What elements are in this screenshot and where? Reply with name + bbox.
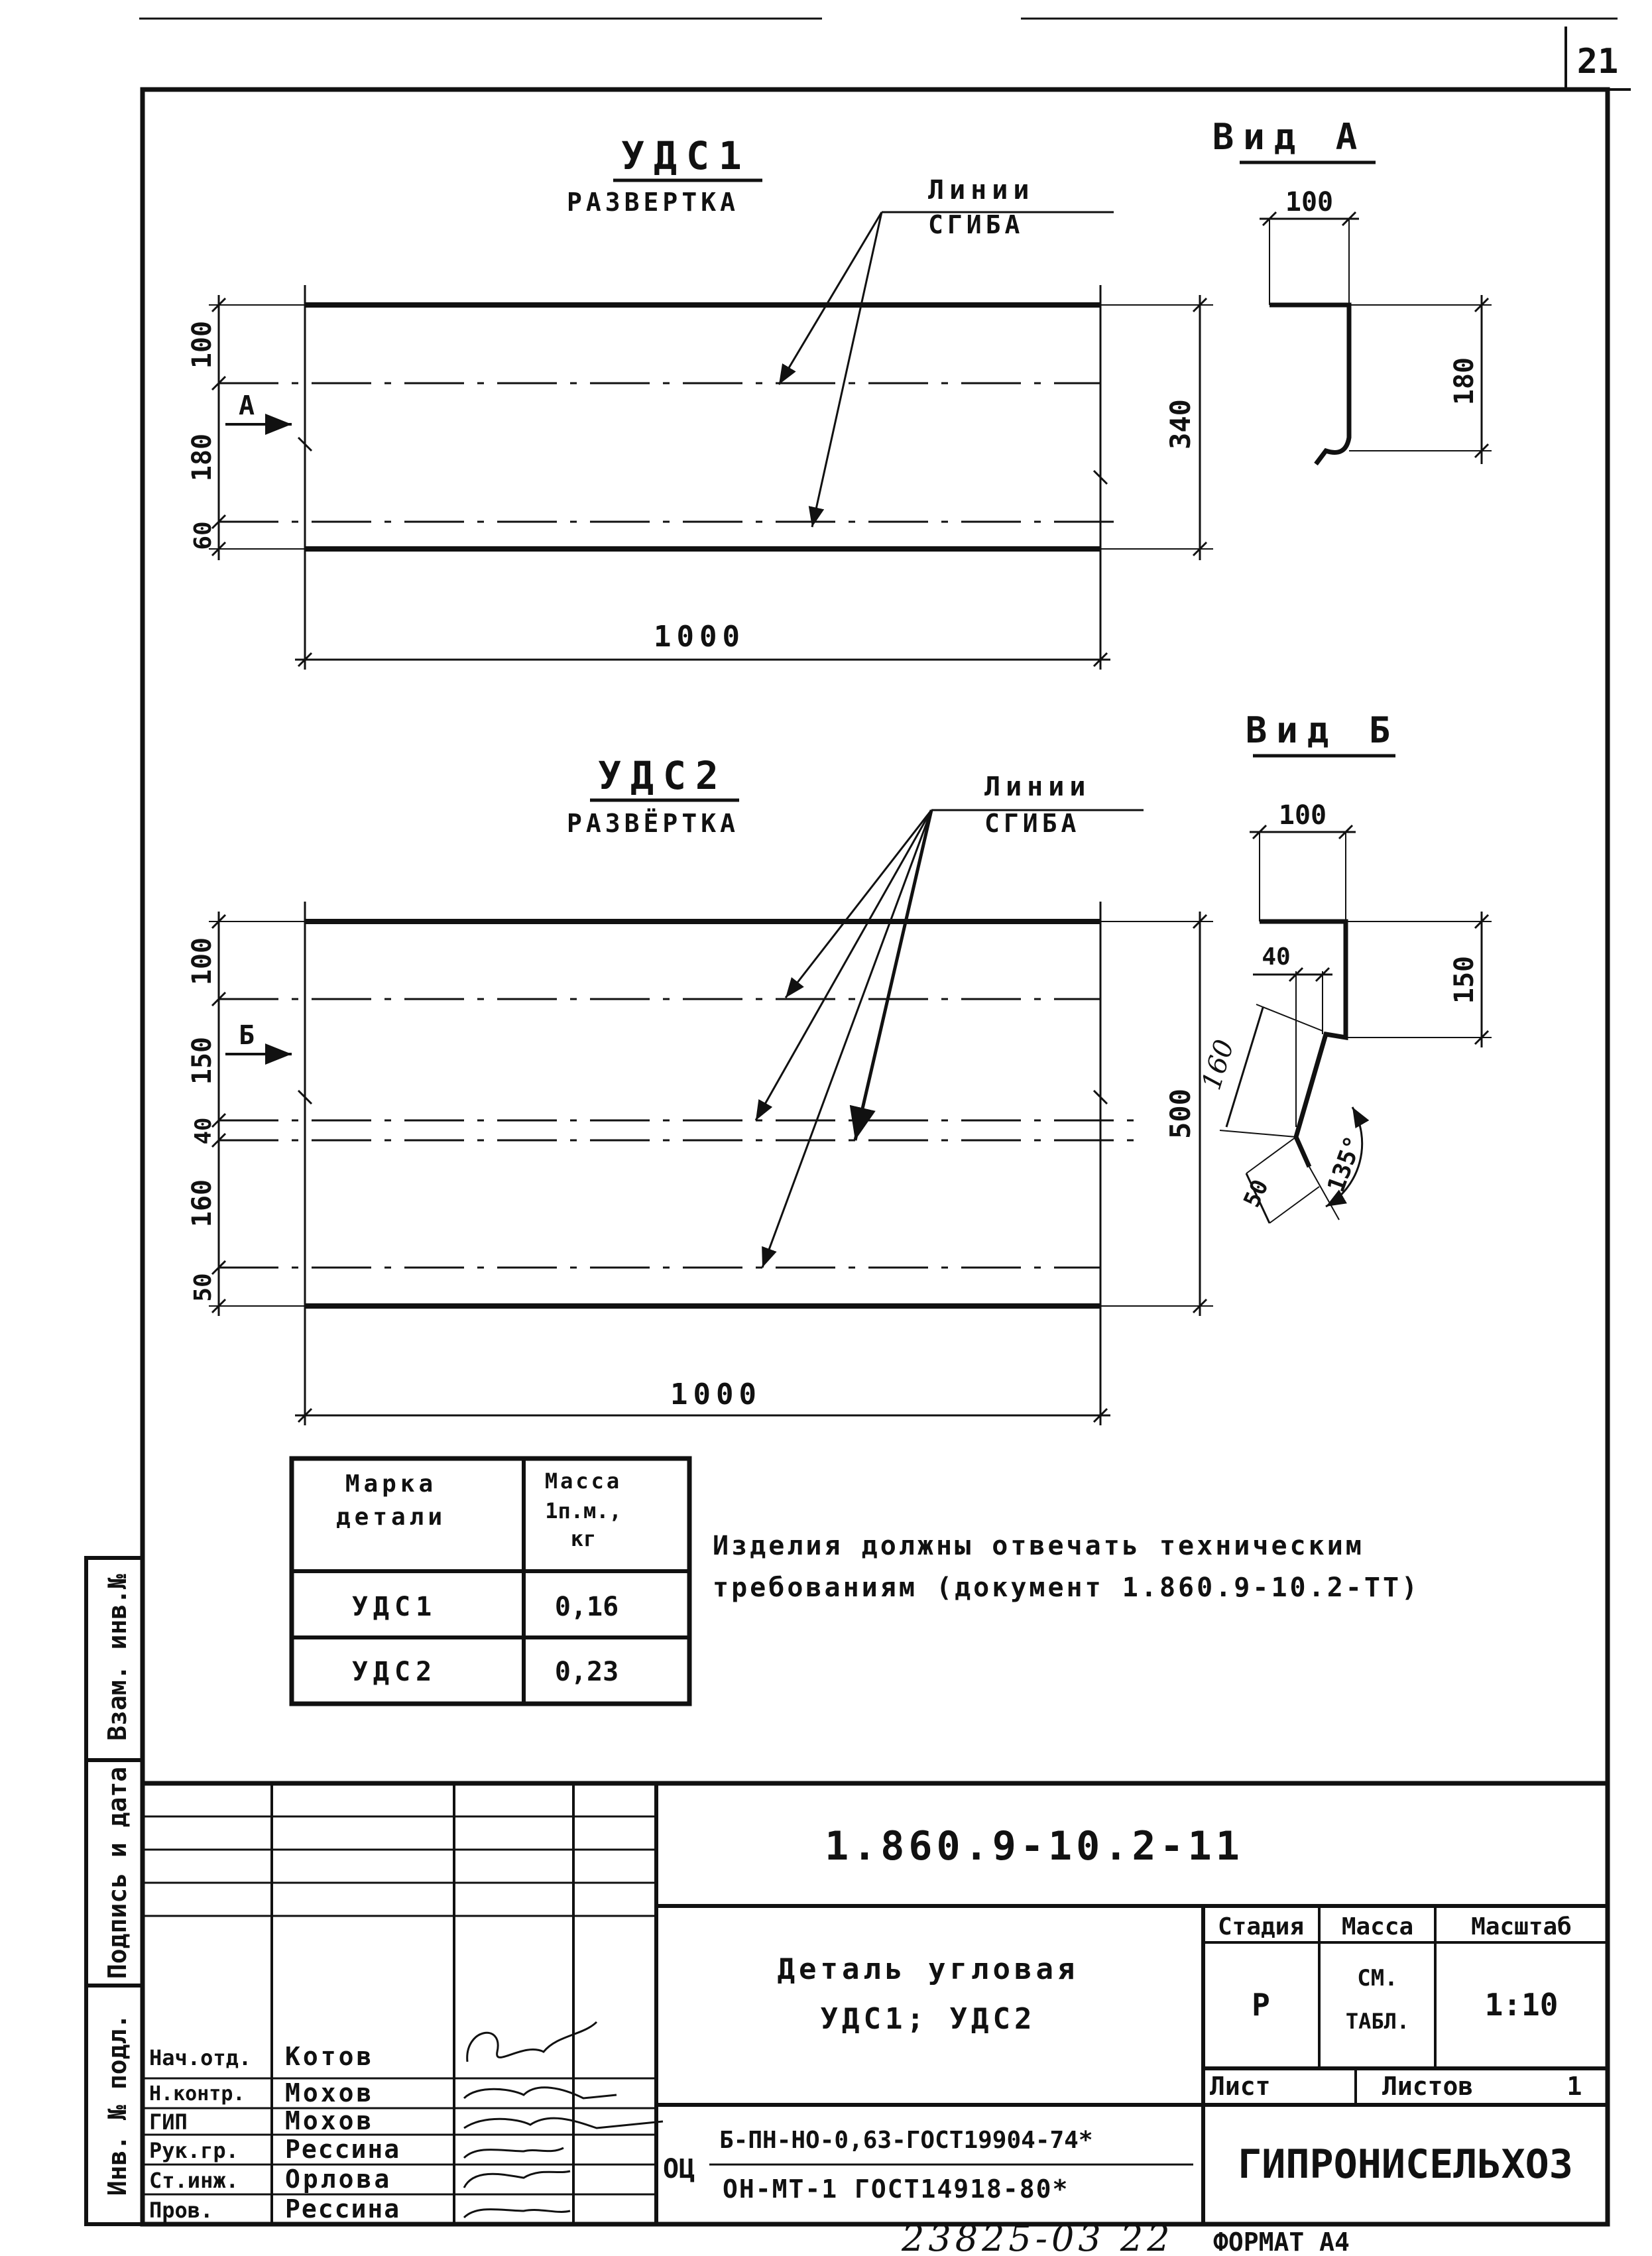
view-b-title: Вид Б <box>1246 709 1400 751</box>
sheet-label: Лист <box>1210 2072 1271 2101</box>
mass-table-row2-mark: УДС2 <box>352 1657 437 1687</box>
sig-role-4: Рук.гр. <box>149 2138 239 2163</box>
side-stamp-podpis: Подпись и дата <box>103 1767 132 1979</box>
page-number: 21 <box>1577 42 1619 82</box>
mass-header: Масса <box>1342 1913 1413 1940</box>
udc2-length: 1000 <box>670 1378 762 1411</box>
udc2-bend-label-2: СГИБА <box>984 809 1080 838</box>
sheets-count: 1 <box>1567 2072 1582 2101</box>
sig-role-5: Ст.инж. <box>149 2168 239 2193</box>
sig-role-1: Нач.отд. <box>149 2045 251 2070</box>
handwritten-signatures <box>463 2021 664 2219</box>
udc1-bend-label-2: СГИБА <box>928 210 1024 239</box>
udc2-dim-150: 150 <box>187 1037 217 1085</box>
mass-value-1: СМ. <box>1357 1965 1397 1991</box>
mass-table-header-2a: Масса <box>545 1468 622 1494</box>
material-bottom: ОН-МТ-1 ГОСТ14918-80* <box>723 2174 1069 2204</box>
view-b-angle: 135° <box>1323 1132 1368 1195</box>
mass-table: Марка детали Масса 1п.м., кг УДС1 0,16 У… <box>289 1456 692 1706</box>
side-stamp-vzam: Взам. инв.№ <box>103 1574 132 1741</box>
udc2-view-marker: Б <box>239 1020 255 1051</box>
view-b-drawing: Вид Б 100 150 40 160 50 <box>1196 709 1492 1224</box>
udc1-overall-height: 340 <box>1164 399 1197 449</box>
udc1-bend-label-1: Линии <box>928 175 1034 206</box>
udc2-drawing: УДС2 РАЗВЁРТКА Линии СГИБА 100 150 40 <box>187 753 1213 1425</box>
udc2-dim-50: 50 <box>190 1273 217 1301</box>
view-b-lip: 50 <box>1238 1175 1274 1211</box>
udc2-subtitle: РАЗВЁРТКА <box>567 809 739 838</box>
udc1-length: 1000 <box>654 620 745 654</box>
side-stamp: Взам. инв.№ Подпись и дата Инв. № подл. <box>84 1556 145 2226</box>
note-line-2: требованиям (документ 1.860.9-10.2-ТТ) <box>713 1573 1420 1603</box>
sig-name-5: Орлова <box>285 2165 392 2194</box>
udc2-title: УДС2 <box>598 753 728 798</box>
format-label: ФОРМАТ А4 <box>1213 2227 1350 2256</box>
udc2-dim-160: 160 <box>187 1179 217 1227</box>
sig-name-6: Рессина <box>285 2194 400 2224</box>
mass-table-header-1a: Марка <box>345 1470 437 1498</box>
sig-name-4: Рессина <box>285 2135 400 2164</box>
view-a-title: Вид А <box>1212 116 1367 158</box>
mass-table-row1-mark: УДС1 <box>352 1592 437 1622</box>
view-a-drawing: Вид А 100 180 <box>1212 116 1492 466</box>
udc2-bend-label-1: Линии <box>984 772 1091 802</box>
part-name-2: УДС1; УДС2 <box>821 2002 1036 2036</box>
sig-name-1: Котов <box>285 2042 374 2071</box>
mass-table-row2-mass: 0,23 <box>555 1657 619 1687</box>
sig-name-3: Мохов <box>285 2106 374 2135</box>
org-name: ГИПРОНИСЕЛЬХОЗ <box>1238 2141 1573 2188</box>
sheet-border <box>139 17 1631 2227</box>
mass-table-header-2c: кг <box>571 1526 597 1551</box>
handwritten-number: 23825-03 22 <box>901 2218 1174 2256</box>
udc1-dim-180: 180 <box>187 434 217 481</box>
side-stamp-inv: Инв. № подл. <box>103 2014 132 2196</box>
mass-table-header-1b: детали <box>336 1504 446 1531</box>
sig-role-6: Пров. <box>149 2198 213 2223</box>
part-name-1: Деталь угловая <box>778 1952 1079 1986</box>
udc1-dim-60: 60 <box>190 521 217 550</box>
udc2-dim-40: 40 <box>190 1118 217 1145</box>
view-b-slant: 160 <box>1196 1036 1240 1093</box>
udc1-dim-100: 100 <box>187 321 217 369</box>
mass-value-2: ТАБЛ. <box>1346 2009 1409 2034</box>
view-b-offset: 40 <box>1262 943 1290 971</box>
sig-name-2: Мохов <box>285 2078 374 2108</box>
scale-value: 1:10 <box>1485 1987 1559 2023</box>
view-b-width: 100 <box>1279 800 1327 831</box>
udc2-overall-height: 500 <box>1164 1089 1197 1139</box>
note-line-1: Изделия должны отвечать техническим <box>713 1531 1364 1561</box>
title-block: Нач.отд. Котов Н.контр. Мохов ГИП Мохов … <box>143 1781 1608 2224</box>
doc-code: 1.860.9-10.2-11 <box>825 1823 1244 1870</box>
sig-role-2: Н.контр. <box>149 2082 245 2106</box>
view-a-height: 180 <box>1449 357 1480 405</box>
scale-header: Масштаб <box>1471 1913 1572 1940</box>
sheets-label: Листов <box>1382 2072 1473 2101</box>
material-top: Б-ПН-НО-0,63-ГОСТ19904-74* <box>719 2127 1093 2154</box>
udc1-subtitle: РАЗВЕРТКА <box>567 188 739 217</box>
view-b-height: 150 <box>1449 956 1480 1004</box>
sig-role-3: ГИП <box>149 2109 188 2135</box>
mass-table-row1-mass: 0,16 <box>555 1592 619 1622</box>
material-prefix: ОЦ <box>663 2154 695 2184</box>
stage-header: Стадия <box>1218 1913 1304 1940</box>
view-a-width: 100 <box>1285 187 1333 217</box>
mass-table-header-2b: 1п.м., <box>545 1498 622 1523</box>
stage-value: Р <box>1252 1987 1270 2023</box>
udc2-dim-100: 100 <box>187 937 217 985</box>
udc1-view-marker: А <box>239 390 255 421</box>
udc1-title: УДС1 <box>621 133 751 178</box>
udc1-drawing: УДС1 РАЗВЕРТКА Линии СГИБА 100 180 60 А <box>187 133 1213 670</box>
